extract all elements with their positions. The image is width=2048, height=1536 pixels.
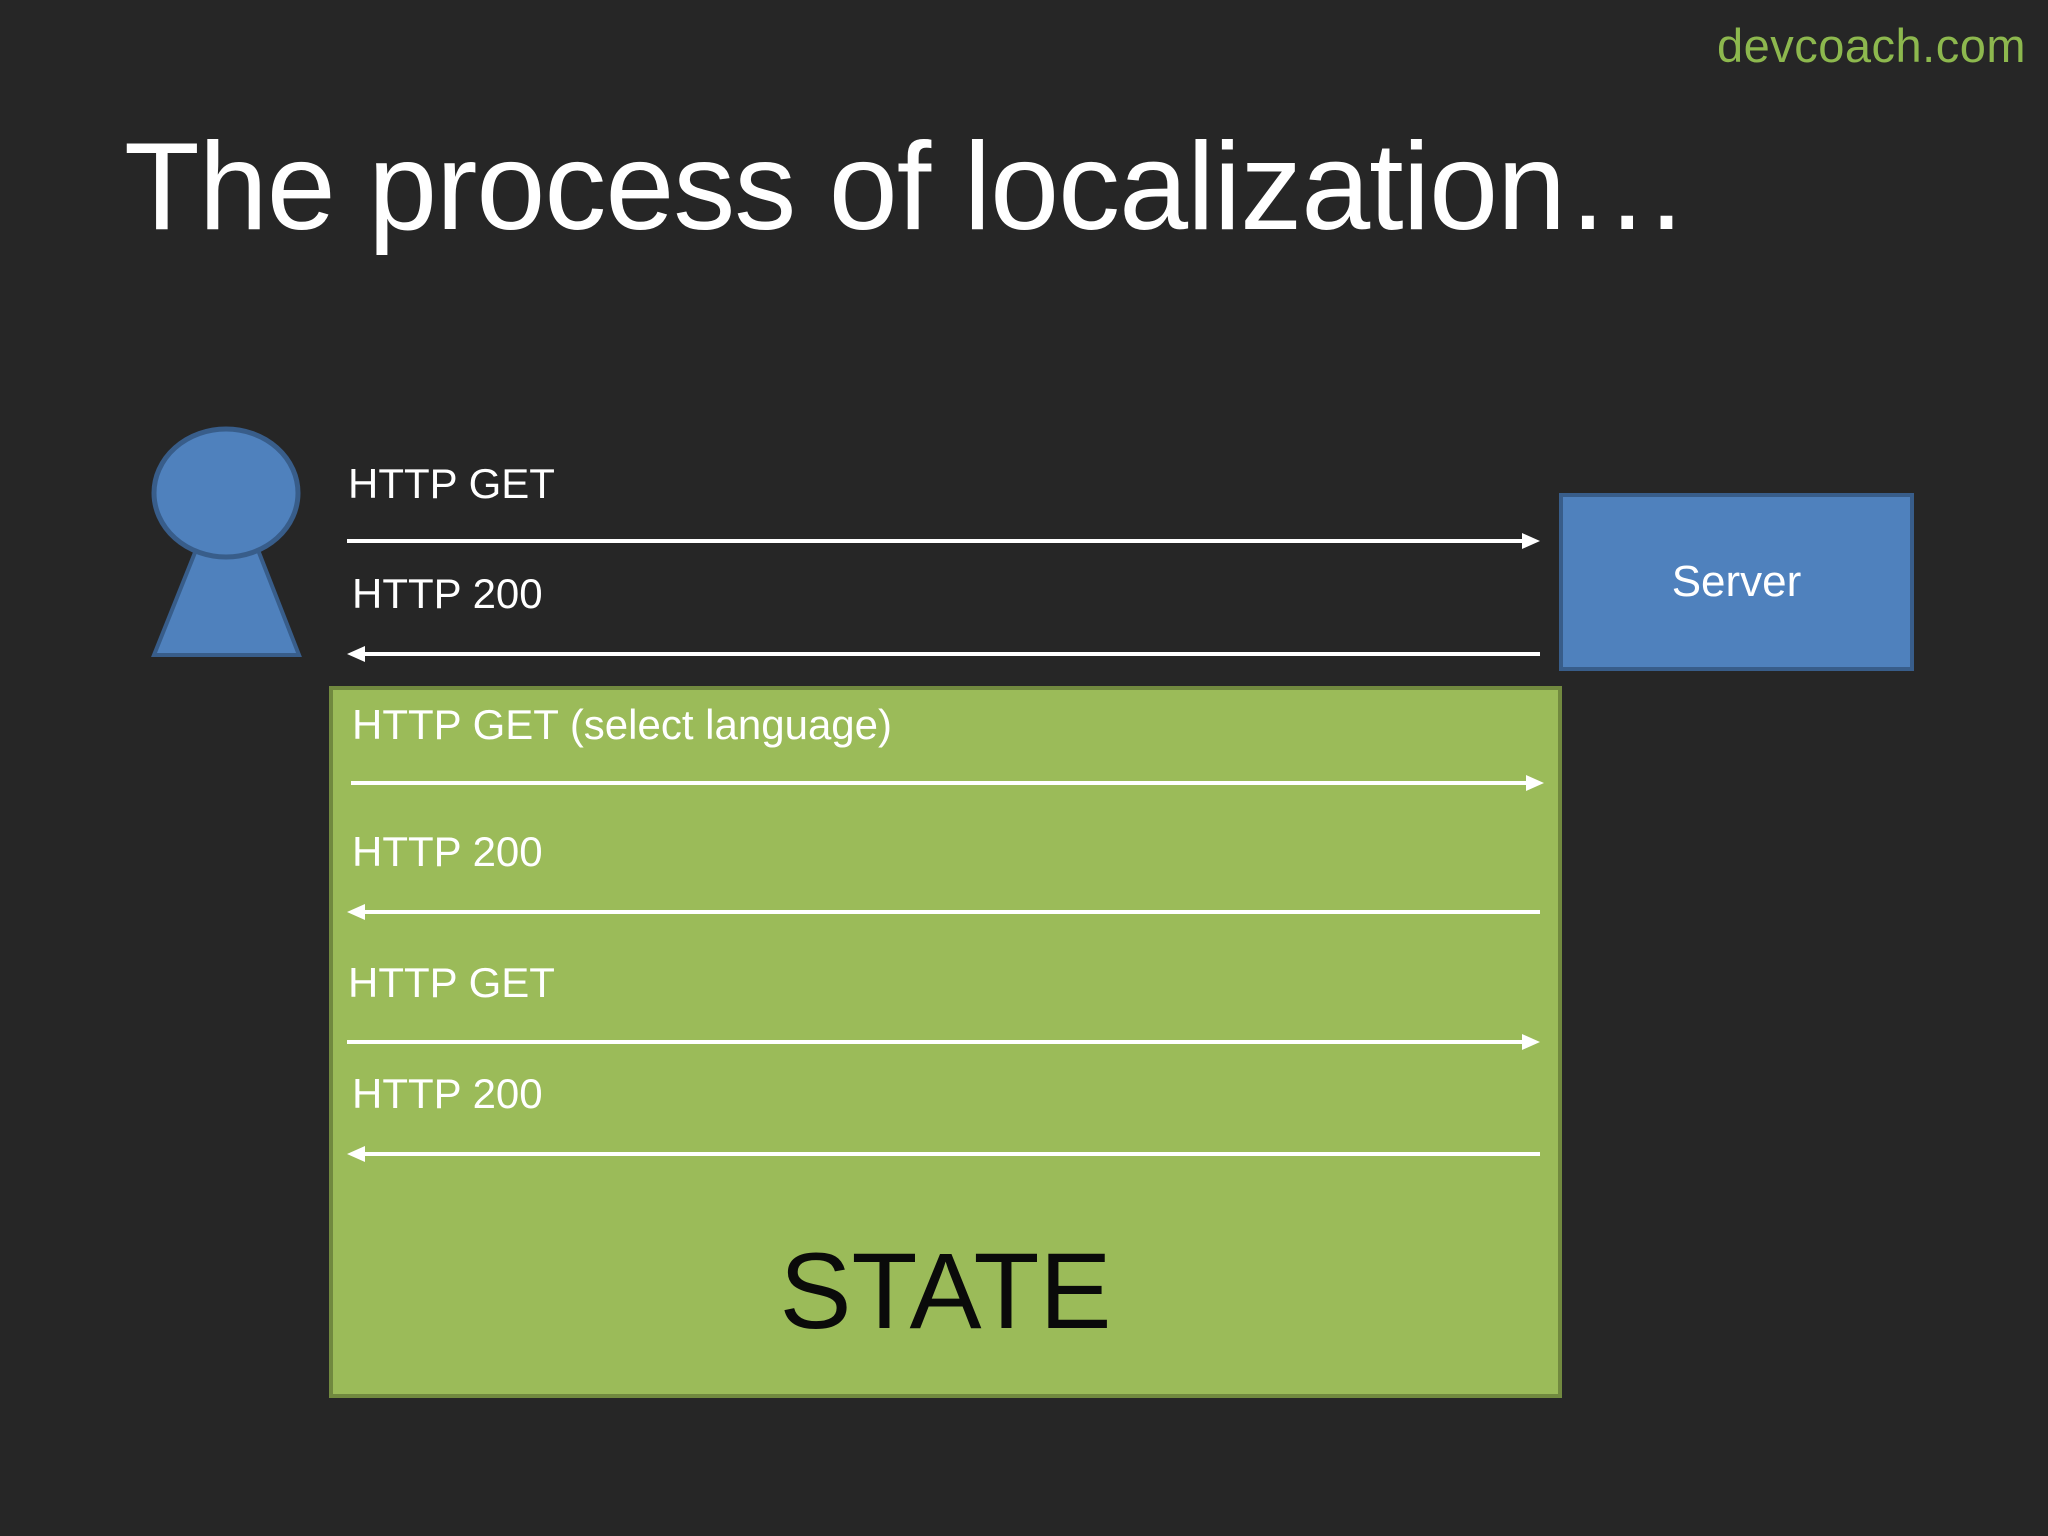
- message-label-3: HTTP GET (select language): [352, 701, 893, 748]
- message-arrow-4: [347, 904, 1540, 920]
- message-label-6: HTTP 200: [352, 1070, 543, 1117]
- message-arrow-6: [347, 1146, 1540, 1162]
- message-label-1: HTTP GET: [348, 460, 555, 507]
- message-arrow-1: [347, 533, 1540, 549]
- message-arrow-2: [347, 646, 1540, 662]
- message-arrow-5: [347, 1034, 1540, 1050]
- server-box: Server: [1559, 493, 1914, 671]
- message-label-4: HTTP 200: [352, 828, 543, 875]
- message-label-5: HTTP GET: [348, 959, 555, 1006]
- state-label: STATE: [779, 1230, 1112, 1351]
- watermark: devcoach.com: [1716, 19, 2026, 72]
- message-arrow-3: [351, 775, 1544, 791]
- message-label-2: HTTP 200: [352, 570, 543, 617]
- server-label: Server: [1671, 557, 1802, 606]
- user-figure-body: [151, 548, 302, 657]
- user-figure-icon: [151, 426, 302, 657]
- user-figure-head: [151, 426, 301, 560]
- slide-title: The process of localization…: [124, 118, 1689, 256]
